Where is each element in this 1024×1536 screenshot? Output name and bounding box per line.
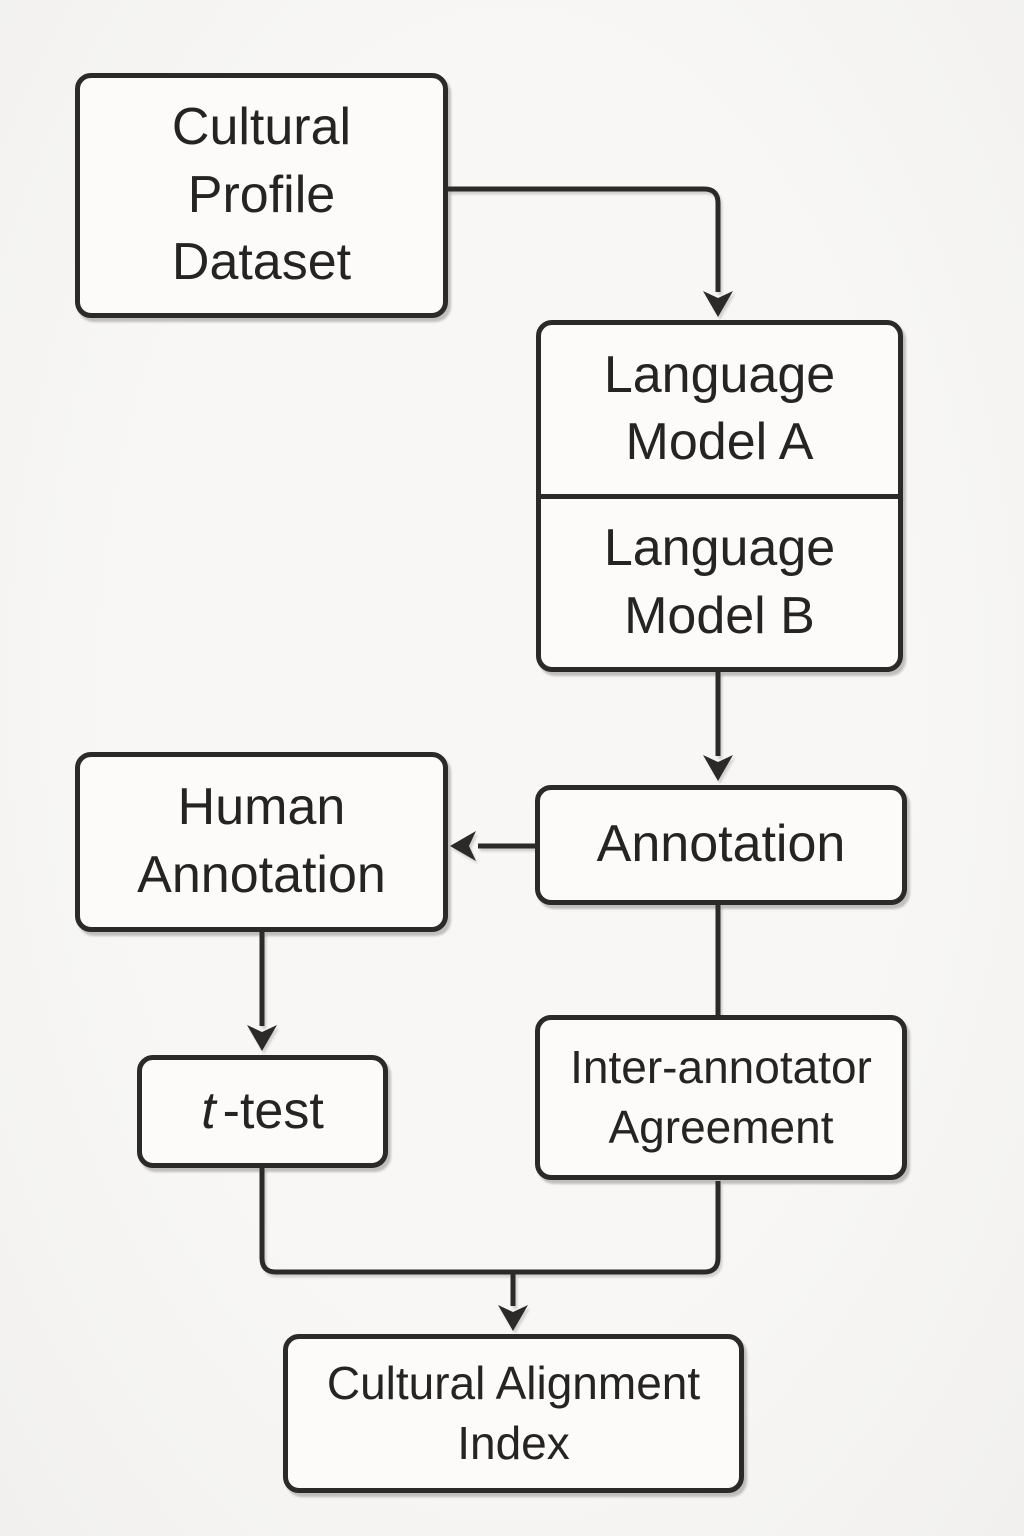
node-label-line: Index	[457, 1416, 570, 1469]
node-label-line: Annotation	[137, 846, 386, 904]
arrowhead-down-icon	[703, 291, 733, 317]
node-label-line: Inter-annotator	[570, 1040, 872, 1093]
node-label: t-test	[201, 1078, 324, 1146]
node-t-test: t-test	[137, 1055, 388, 1168]
edge-dataset-to-models	[448, 186, 721, 292]
t-test-suffix: -test	[222, 1081, 324, 1140]
node-label-line: Model A	[625, 413, 814, 472]
node-label-line: Agreement	[608, 1100, 834, 1153]
node-label-line: Cultural Alignment	[326, 1356, 701, 1409]
node-cultural-profile-dataset: Cultural Profile Dataset	[75, 73, 448, 318]
node-label-line: Dataset	[171, 233, 352, 292]
node-inter-annotator-agreement: Inter-annotator Agreement	[535, 1015, 907, 1180]
node-human-annotation: Human Annotation	[75, 752, 448, 932]
node-language-model-b: Language Model B	[541, 493, 898, 668]
arrowhead-down-icon	[498, 1305, 528, 1331]
node-label-line: Model B	[624, 586, 815, 645]
arrowhead-down-icon	[703, 755, 733, 781]
arrowhead-left-icon	[450, 831, 476, 861]
node-label-line: Language	[603, 519, 836, 578]
node-label: Annotation	[596, 815, 846, 874]
node-annotation: Annotation	[535, 785, 907, 905]
arrowhead-down-icon	[247, 1025, 277, 1051]
t-test-italic-t: t	[201, 1081, 216, 1140]
node-cultural-alignment-index: Cultural Alignment Index	[283, 1334, 744, 1493]
node-label-line: Cultural	[171, 98, 352, 157]
node-language-model-stack: Language Model A Language Model B	[536, 320, 903, 672]
node-language-model-a: Language Model A	[541, 325, 898, 494]
node-label-line: Human	[177, 778, 346, 837]
edge-merge	[259, 1168, 721, 1275]
node-label-line: Language	[603, 345, 836, 404]
node-label-line: Profile	[187, 165, 336, 224]
